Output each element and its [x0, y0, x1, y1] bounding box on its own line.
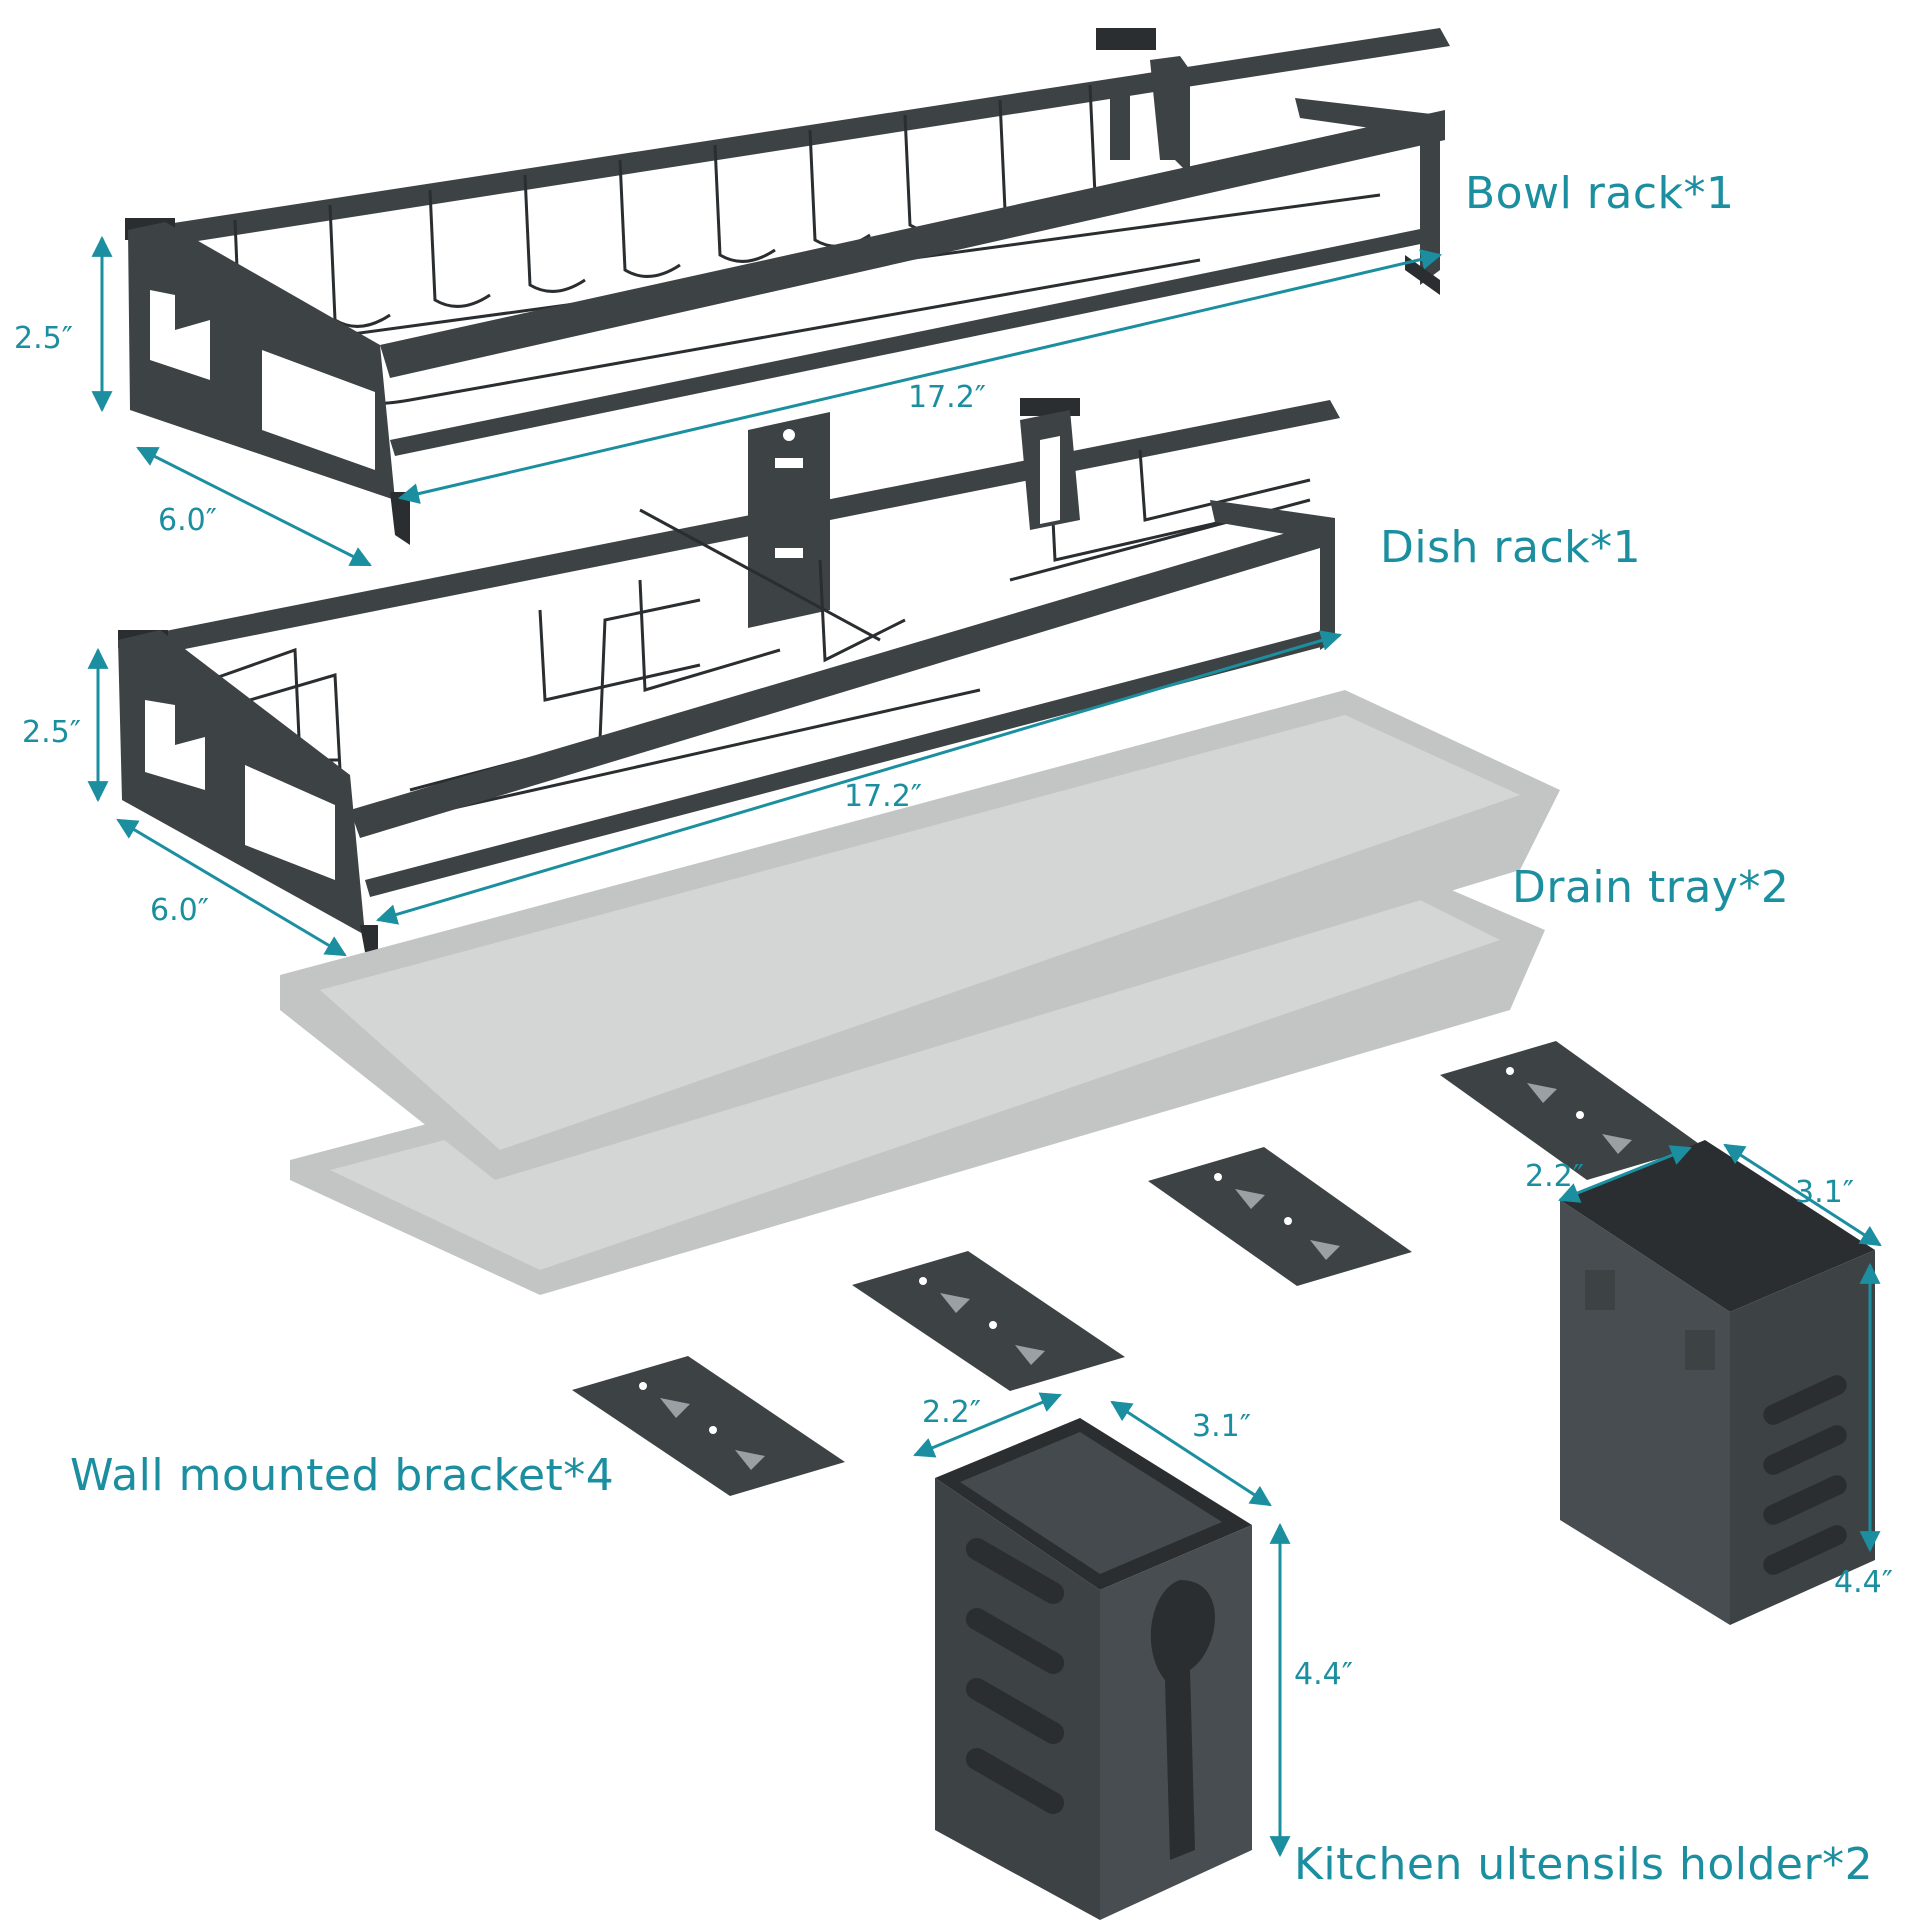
bowl-height-label: 2.5″: [14, 321, 73, 356]
holder1-width-arrow: [913, 1392, 1062, 1458]
wall-bracket-2: [852, 1251, 1125, 1391]
dish-depth-arrow: [116, 818, 347, 957]
holder2-depth-label: 3.1″: [1795, 1175, 1854, 1210]
holder1-depth-arrow: [1110, 1400, 1272, 1507]
bowl-length-label: 17.2″: [908, 380, 987, 415]
utensil-holder-front: [935, 1418, 1252, 1920]
bowl-depth-arrow: [136, 446, 372, 567]
utensil-holder-back: [1560, 1140, 1875, 1625]
holder1-height-label: 4.4″: [1294, 1657, 1353, 1692]
dish-length-arrow: [375, 630, 1343, 925]
utensil-holder-label: Kitchen ultensils holder*2: [1294, 1839, 1874, 1890]
dish-length-label: 17.2″: [844, 779, 923, 814]
holder2-width-arrow: [1558, 1145, 1692, 1203]
drain-tray-lower: [290, 868, 1545, 1295]
holder1-width-label: 2.2″: [922, 1395, 981, 1430]
dish-rack-label: Dish rack*1: [1380, 522, 1642, 573]
dimension-arrows: [87, 235, 1882, 1858]
holder2-depth-arrow: [1723, 1143, 1882, 1247]
wall-bracket-4: [1440, 1041, 1702, 1180]
wall-bracket-1: [572, 1356, 845, 1496]
dish-height-label: 2.5″: [22, 715, 81, 750]
bowl-depth-label: 6.0″: [158, 503, 217, 538]
bowl-rack-label: Bowl rack*1: [1465, 168, 1735, 219]
dish-depth-label: 6.0″: [150, 893, 209, 928]
holder1-depth-label: 3.1″: [1192, 1409, 1251, 1444]
bowl-length-arrow: [397, 249, 1443, 504]
wall-bracket-3: [1148, 1147, 1412, 1286]
holder2-width-label: 2.2″: [1525, 1159, 1584, 1194]
drain-tray-label: Drain tray*2: [1512, 862, 1790, 913]
wall-bracket-label: Wall mounted bracket*4: [70, 1450, 615, 1501]
holder2-height-label: 4.4″: [1834, 1565, 1893, 1600]
